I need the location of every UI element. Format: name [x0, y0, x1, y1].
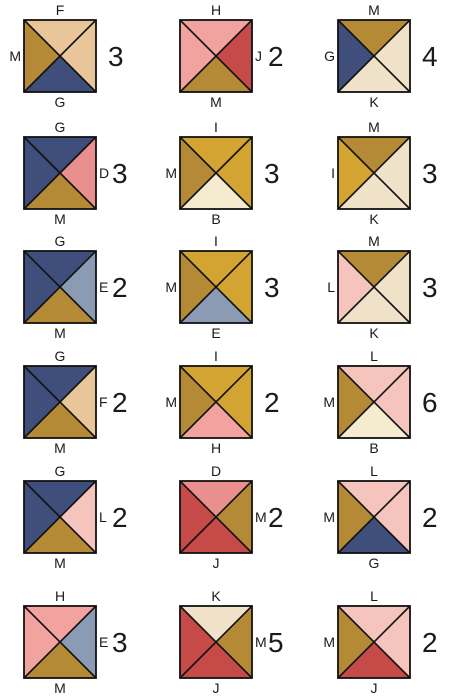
fabric-label-right: L	[99, 509, 107, 525]
fabric-label-bottom: E	[211, 325, 220, 341]
fabric-label-bottom: J	[213, 555, 220, 571]
fabric-label-bottom: K	[369, 94, 379, 110]
fabric-label-bottom: J	[371, 680, 378, 696]
fabric-label-bottom: M	[54, 440, 66, 456]
fabric-label-top: G	[55, 348, 66, 364]
fabric-label-bottom: K	[369, 325, 379, 341]
fabric-label-top: M	[368, 233, 380, 249]
quilt-block: K M J 5	[180, 588, 284, 696]
fabric-label-bottom: M	[210, 94, 222, 110]
fabric-label-left: M	[165, 165, 177, 181]
quilt-block: G D M 3	[24, 119, 128, 227]
block-count: 3	[264, 158, 280, 189]
block-count: 2	[112, 502, 128, 533]
block-count: 3	[422, 158, 438, 189]
fabric-label-top: K	[211, 588, 221, 604]
quilt-block: L M G 2	[323, 463, 437, 571]
block-count: 2	[112, 387, 128, 418]
fabric-label-right: E	[99, 279, 108, 295]
fabric-label-top: I	[214, 233, 218, 249]
fabric-label-left: M	[323, 509, 335, 525]
fabric-label-bottom: M	[54, 680, 66, 696]
fabric-label-left: M	[165, 394, 177, 410]
quilt-block: I M H 2	[165, 348, 279, 456]
fabric-label-bottom: G	[369, 555, 380, 571]
fabric-label-right: M	[255, 634, 267, 650]
fabric-label-left: M	[323, 394, 335, 410]
fabric-label-top: I	[214, 348, 218, 364]
block-count: 6	[422, 387, 438, 418]
fabric-label-top: G	[55, 233, 66, 249]
block-count: 2	[264, 387, 280, 418]
block-count: 2	[112, 272, 128, 303]
block-count: 3	[112, 627, 128, 658]
fabric-label-bottom: M	[54, 555, 66, 571]
fabric-label-bottom: H	[211, 440, 221, 456]
fabric-label-left: M	[165, 279, 177, 295]
block-count: 2	[422, 627, 438, 658]
quilt-block: L M J 2	[323, 588, 437, 696]
fabric-label-top: H	[55, 588, 65, 604]
fabric-label-bottom: M	[54, 325, 66, 341]
fabric-label-top: H	[211, 2, 221, 18]
fabric-label-right: E	[99, 634, 108, 650]
block-count: 2	[422, 502, 438, 533]
fabric-label-bottom: J	[213, 680, 220, 696]
quilt-block: H E M 3	[24, 588, 128, 696]
fabric-label-right: D	[99, 165, 109, 181]
fabric-label-bottom: K	[369, 211, 379, 227]
quilt-block: M L K 3	[327, 233, 437, 341]
block-count: 2	[268, 502, 284, 533]
quilt-block: M I K 3	[331, 119, 437, 227]
fabric-label-top: F	[56, 2, 65, 18]
fabric-label-top: G	[55, 119, 66, 135]
block-count: 4	[422, 41, 438, 72]
fabric-label-top: I	[214, 119, 218, 135]
fabric-label-right: M	[255, 509, 267, 525]
quilt-block: D M J 2	[180, 463, 284, 571]
block-count: 3	[264, 272, 280, 303]
fabric-label-right: J	[255, 48, 262, 64]
fabric-label-right: F	[99, 394, 108, 410]
fabric-label-bottom: M	[54, 211, 66, 227]
quilt-block: M G K 4	[324, 2, 437, 110]
fabric-label-top: M	[368, 2, 380, 18]
fabric-label-left: G	[324, 48, 335, 64]
quilt-block: I M E 3	[165, 233, 279, 341]
quilt-block: G F M 2	[24, 348, 128, 456]
quilt-block: L M B 6	[323, 348, 437, 456]
fabric-label-top: G	[55, 463, 66, 479]
quilt-block: F M G 3	[9, 2, 123, 110]
fabric-label-left: M	[323, 634, 335, 650]
quilt-block: H J M 2	[180, 2, 284, 110]
fabric-label-top: M	[368, 119, 380, 135]
block-count: 2	[268, 41, 284, 72]
quilt-block: G L M 2	[24, 463, 128, 571]
quilt-block: I M B 3	[165, 119, 279, 227]
fabric-label-top: D	[211, 463, 221, 479]
fabric-label-left: L	[327, 279, 335, 295]
quilt-block: G E M 2	[24, 233, 128, 341]
fabric-label-bottom: G	[55, 94, 66, 110]
fabric-label-top: L	[370, 463, 378, 479]
block-count: 3	[112, 158, 128, 189]
block-count: 3	[108, 41, 124, 72]
fabric-label-top: L	[370, 348, 378, 364]
block-count: 3	[422, 272, 438, 303]
fabric-label-bottom: B	[211, 211, 220, 227]
fabric-label-left: I	[331, 165, 335, 181]
block-count: 5	[268, 627, 284, 658]
fabric-label-top: L	[370, 588, 378, 604]
fabric-label-bottom: B	[369, 440, 378, 456]
fabric-label-left: M	[9, 48, 21, 64]
